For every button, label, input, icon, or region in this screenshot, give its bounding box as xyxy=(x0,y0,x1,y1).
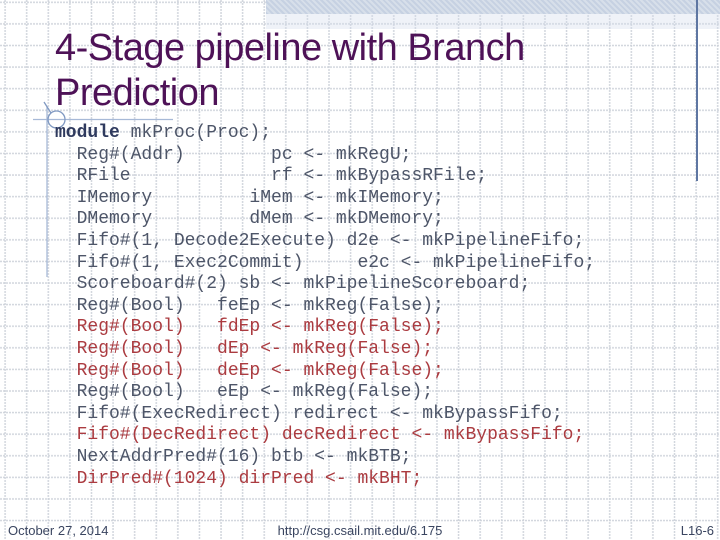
code-line: IMemory iMem <- mkIMemory; xyxy=(55,187,444,208)
code-line: module mkProc(Proc); xyxy=(55,123,272,143)
code-line: DMemory dMem <- mkDMemory; xyxy=(55,209,444,230)
code-line: Scoreboard#(2) sb <- mkPipelineScoreboar… xyxy=(55,274,531,295)
code-line: DirPred#(1024) dirPred <- mkBHT; xyxy=(55,468,423,489)
code-line: Fifo#(1, Exec2Commit) e2c <- mkPipelineF… xyxy=(55,252,596,273)
code-line: Fifo#(1, Decode2Execute) d2e <- mkPipeli… xyxy=(55,230,585,251)
code-line: RFile rf <- mkBypassRFile; xyxy=(55,166,488,187)
footer-url: http://csg.csail.mit.edu/6.175 xyxy=(277,523,443,538)
compass-decoration-icon xyxy=(33,101,173,277)
slide-title-line1: 4-Stage pipeline with Branch xyxy=(55,27,525,69)
code-line: Fifo#(DecRedirect) decRedirect <- mkBypa… xyxy=(55,425,585,446)
code-line: Reg#(Bool) dEp <- mkReg(False); xyxy=(55,338,434,359)
slide-title-line2: Prediction xyxy=(55,72,219,114)
right-vertical-rule xyxy=(696,0,698,181)
code-line: Reg#(Bool) fdEp <- mkReg(False); xyxy=(55,317,444,338)
code-line: Reg#(Bool) feEp <- mkReg(False); xyxy=(55,295,444,316)
code-line: Reg#(Bool) eEp <- mkReg(False); xyxy=(55,382,434,403)
slide-title: 4-Stage pipeline with Branch Prediction xyxy=(55,26,525,116)
code-line: Reg#(Addr) pc <- mkRegU; xyxy=(55,144,412,165)
top-bar-decoration xyxy=(266,0,720,14)
footer-slide-number: L16-6 xyxy=(680,523,714,538)
top-bar-sub-strip xyxy=(266,14,720,29)
footer-date: October 27, 2014 xyxy=(8,523,109,538)
code-line: Reg#(Bool) deEp <- mkReg(False); xyxy=(55,360,444,381)
code-line: NextAddrPred#(16) btb <- mkBTB; xyxy=(55,446,412,467)
code-keyword: module xyxy=(55,123,120,143)
code-block: module mkProc(Proc); Reg#(Addr) pc <- mk… xyxy=(55,123,595,490)
code-line: Fifo#(ExecRedirect) redirect <- mkBypass… xyxy=(55,403,563,424)
